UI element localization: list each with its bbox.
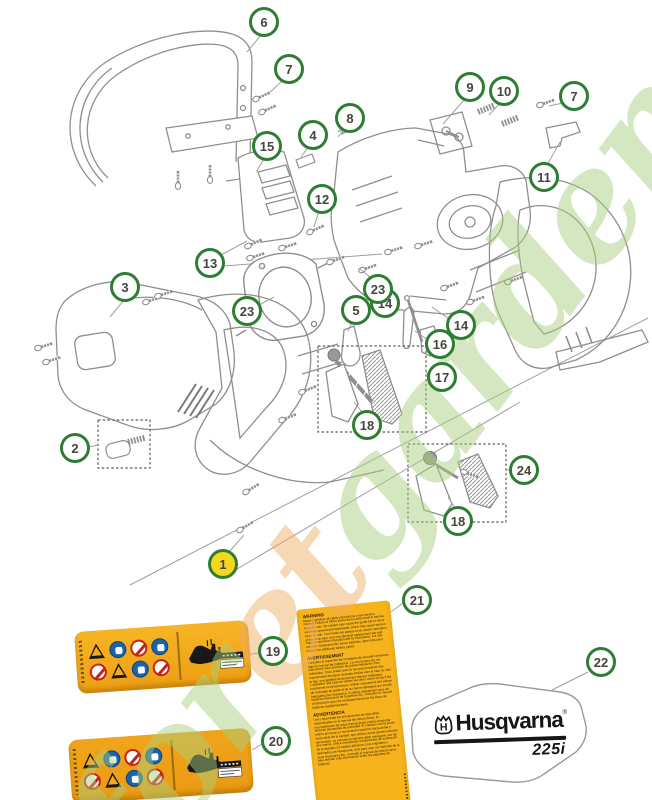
brake-assembly-box [317, 345, 427, 433]
callout-18a: 18 [352, 410, 382, 440]
callout-10: 10 [489, 76, 519, 106]
label-part-number-strip [78, 640, 85, 685]
prohibition-icon [152, 658, 171, 677]
crankcase-housing [330, 127, 532, 315]
safety-pictogram-grid [87, 637, 172, 682]
callout-20: 20 [261, 726, 291, 756]
safety-label-20 [67, 727, 255, 800]
part-2-group [97, 419, 151, 469]
callout-23a: 23 [363, 274, 393, 304]
safety-label-19 [74, 620, 252, 694]
brand-label-outline [410, 682, 587, 783]
callout-7a: 7 [274, 54, 304, 84]
callout-7b: 7 [559, 81, 589, 111]
rear-handle-part [469, 177, 649, 371]
prohibition-icon [83, 771, 102, 790]
bar-plate-part [429, 111, 473, 155]
chain-catcher-part [545, 121, 581, 149]
kickback-warning-triangle-icon [104, 770, 122, 788]
husqvarna-crown-icon: H [434, 714, 453, 735]
model-number-text: 225i [532, 740, 566, 760]
wear-head-protection-icon [125, 768, 144, 787]
wear-protection-icon [144, 746, 163, 765]
callout-5: 5 [341, 295, 371, 325]
callout-11: 11 [529, 162, 559, 192]
callout-13: 13 [195, 248, 225, 278]
husqvarna-brand-label: H Husqvarna ® 225i [423, 697, 577, 774]
warning-body-en: Read and follow all safety precautions i… [302, 611, 387, 653]
general-warning-triangle-icon [87, 642, 106, 660]
callout-24: 24 [509, 455, 539, 485]
callout-22: 22 [586, 647, 616, 677]
callout-1: 1 [208, 549, 238, 579]
kickback-warning-triangle-icon [110, 661, 128, 679]
callout-3: 3 [110, 272, 140, 302]
callout-6: 6 [249, 7, 279, 37]
general-warning-triangle-icon [81, 751, 100, 769]
rear-lower-housing [194, 293, 385, 484]
wear-head-protection-icon [131, 659, 150, 678]
wear-protection-icon [150, 637, 169, 656]
callout-17: 17 [427, 362, 457, 392]
callout-8: 8 [335, 103, 365, 133]
trigger-assembly-box [407, 443, 507, 523]
callout-23b: 23 [232, 296, 262, 326]
chainsaw-with-guide-bar-icon [189, 639, 245, 669]
prohibition-icon [123, 747, 142, 767]
front-handle-part [69, 30, 259, 187]
warning-body-fr: Consulter et respecter les consignes de … [307, 652, 393, 710]
warning-body-es: Lea y siga todas las precauciones de seg… [313, 710, 400, 767]
callout-2: 2 [60, 433, 90, 463]
callout-4: 4 [298, 120, 328, 150]
registered-trademark-symbol: ® [562, 708, 568, 716]
prohibition-icon [146, 767, 165, 786]
crown-logo-letter: H [440, 721, 448, 733]
brake-ring-flange [235, 252, 331, 341]
chainsaw-with-guide-bar-icon [187, 748, 243, 778]
prohibition-icon [129, 638, 148, 657]
prohibition-icon [89, 662, 108, 681]
callout-16: 16 [425, 329, 455, 359]
read-operators-manual-icon [108, 640, 127, 659]
callout-18b: 18 [443, 506, 473, 536]
safety-pictogram-grid [81, 746, 166, 791]
top-cover-part [237, 149, 306, 243]
callout-19: 19 [258, 636, 288, 666]
brand-name-text: Husqvarna [455, 706, 564, 736]
read-operators-manual-icon [102, 749, 121, 768]
label-part-number-strip [72, 748, 79, 796]
callout-21: 21 [402, 585, 432, 615]
callout-9: 9 [455, 72, 485, 102]
callout-12: 12 [307, 184, 337, 214]
callout-15: 15 [252, 131, 282, 161]
